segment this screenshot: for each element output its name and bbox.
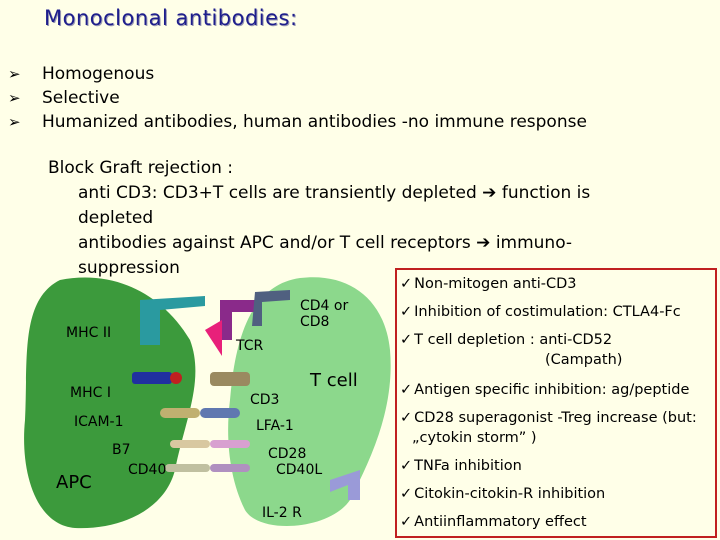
page-title: Monoclonal antibodies:	[44, 6, 298, 30]
label-icam1: ICAM-1	[74, 414, 124, 430]
cd40-receptor-shape	[165, 464, 210, 472]
bullet-text: Selective	[42, 88, 120, 108]
label-cd3: CD3	[250, 392, 280, 408]
para-line: anti CD3: CD3+T cells are transiently de…	[48, 181, 590, 206]
para-line: Block Graft rejection :	[48, 158, 234, 178]
checkmark-icon: ✓	[400, 382, 413, 398]
b7-receptor-shape	[170, 440, 210, 448]
therapy-options-panel	[395, 268, 717, 538]
checkmark-icon: ✓	[400, 514, 413, 530]
panel-item: ✓TNFa inhibition	[400, 456, 522, 476]
label-il2r: IL-2 R	[262, 505, 302, 521]
label-cd40l: CD40L	[276, 462, 323, 478]
label-apc: APC	[56, 472, 92, 493]
right-arrow-icon: ➔	[482, 183, 502, 203]
label-mhc2: MHC II	[66, 325, 112, 341]
para-line: suppression	[78, 258, 180, 278]
bullet-text: Humanized antibodies, human antibodies -…	[42, 112, 587, 132]
panel-item-text: CD28 superagonist -Treg increase (but:	[414, 410, 697, 426]
mhc1-receptor-shape	[132, 372, 172, 384]
panel-item-text: Inhibition of costimulation: CTLA4-Fc	[414, 304, 681, 320]
panel-item-text: Antiinflammatory effect	[414, 514, 587, 530]
panel-item: ✓CD28 superagonist -Treg increase (but:	[400, 408, 697, 428]
arrow-bullet-icon: ➢	[8, 65, 21, 83]
il2r-receptor-shape	[330, 470, 360, 500]
label-cd40: CD40	[128, 462, 167, 478]
mhc2-receptor-shape	[140, 296, 205, 345]
checkmark-icon: ✓	[400, 486, 413, 502]
checkmark-icon: ✓	[400, 410, 413, 426]
cd3-receptor-shape	[210, 372, 250, 386]
cd40l-receptor-shape	[210, 464, 250, 472]
label-mhc1: MHC I	[70, 385, 111, 401]
icam1-receptor-shape	[160, 408, 200, 418]
label-cd4-cd8-line: CD8	[300, 314, 330, 330]
panel-item: ✓Inhibition of costimulation: CTLA4-Fc	[400, 302, 681, 322]
bullet-item: ➢ Homogenous	[8, 62, 587, 86]
bullet-item: ➢ Humanized antibodies, human antibodies…	[8, 110, 587, 134]
panel-item-text: T cell depletion : anti-CD52	[414, 332, 613, 348]
para-text: anti CD3: CD3+T cells are transiently de…	[78, 183, 477, 203]
panel-item-continued: „cytokin storm” )	[412, 430, 537, 446]
panel-item: ✓Antiinflammatory effect	[400, 512, 587, 532]
panel-item-text: Non-mitogen anti-CD3	[414, 276, 577, 292]
checkmark-icon: ✓	[400, 332, 413, 348]
label-b7: B7	[112, 442, 131, 458]
panel-item-continued: (Campath)	[545, 352, 623, 368]
cd28-receptor-shape	[210, 440, 250, 448]
peptide-shape	[170, 372, 182, 384]
arrow-bullet-icon: ➢	[8, 89, 21, 107]
label-lfa1: LFA-1	[256, 418, 294, 434]
label-tcr: TCR	[236, 338, 264, 354]
checkmark-icon: ✓	[400, 458, 413, 474]
cd4-cd8-shape	[252, 290, 290, 326]
panel-item: ✓Citokin-citokin-R inhibition	[400, 484, 605, 504]
lfa1-receptor-shape	[200, 408, 240, 418]
label-cd4-cd8: CD4 or CD8	[300, 298, 348, 330]
para-line: depleted	[78, 208, 154, 228]
panel-item-text: Antigen specific inhibition: ag/peptide	[414, 382, 690, 398]
bullet-item: ➢ Selective	[8, 86, 587, 110]
para-text: immuno-	[495, 233, 573, 253]
label-cd4-cd8-line: CD4 or	[300, 298, 349, 314]
panel-item: ✓T cell depletion : anti-CD52	[400, 330, 612, 350]
bullet-text: Homogenous	[42, 64, 155, 84]
tcr-triangle-shape	[205, 320, 222, 356]
checkmark-icon: ✓	[400, 276, 413, 292]
bullet-list: ➢ Homogenous ➢ Selective ➢ Humanized ant…	[8, 62, 587, 134]
tcr-receptor-shape	[220, 300, 262, 340]
para-text: function is	[501, 183, 591, 203]
panel-item-text: Citokin-citokin-R inhibition	[414, 486, 606, 502]
graft-rejection-paragraph: Block Graft rejection : anti CD3: CD3+T …	[48, 156, 590, 281]
checkmark-icon: ✓	[400, 304, 413, 320]
arrow-bullet-icon: ➢	[8, 113, 21, 131]
apc-cell-shape	[24, 277, 196, 529]
tcell-shape	[228, 277, 391, 527]
para-text: antibodies against APC and/or T cell rec…	[78, 233, 471, 253]
right-arrow-icon: ➔	[476, 233, 496, 253]
label-cd28: CD28	[268, 446, 307, 462]
para-line: antibodies against APC and/or T cell rec…	[48, 231, 590, 256]
panel-item: ✓Antigen specific inhibition: ag/peptide	[400, 380, 689, 400]
panel-item: ✓Non-mitogen anti-CD3	[400, 274, 576, 294]
panel-item-text: TNFa inhibition	[414, 458, 522, 474]
label-tcell: T cell	[310, 370, 358, 391]
